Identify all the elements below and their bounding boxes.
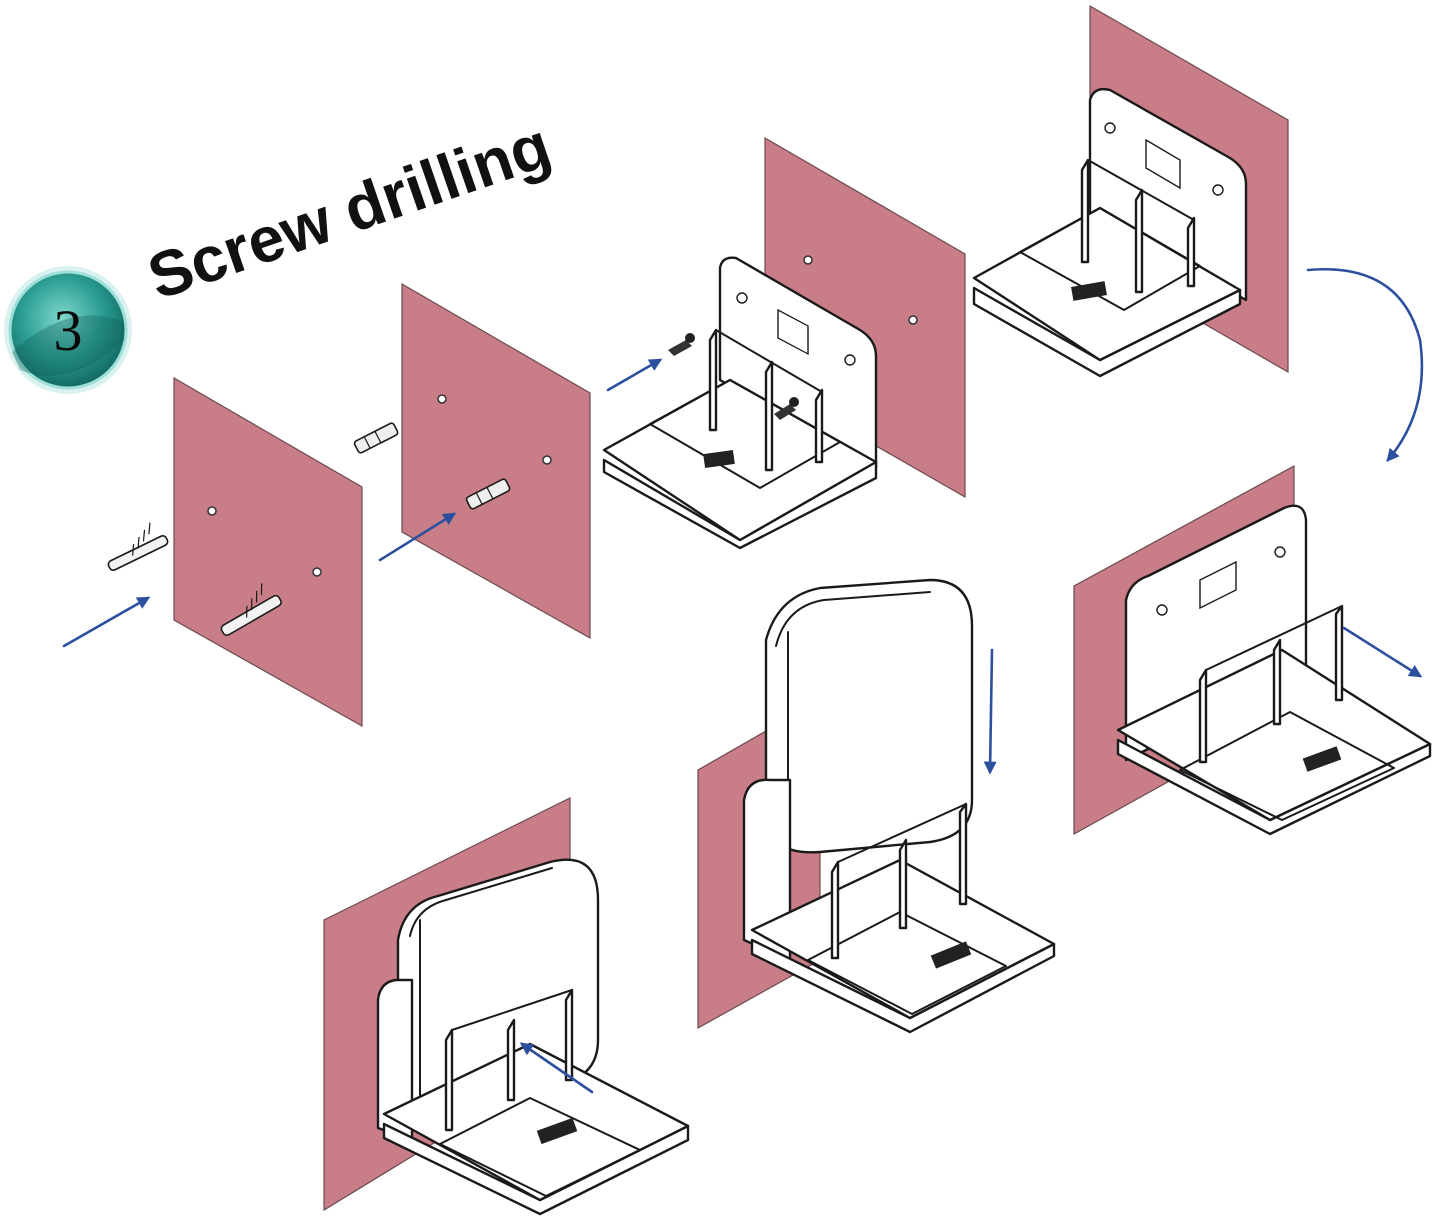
step-mounted-panel <box>972 4 1424 462</box>
screw-icon <box>774 397 799 420</box>
wall-bracket <box>742 778 1056 1034</box>
wall-anchor-icon <box>465 478 511 510</box>
wall-bracket <box>1116 504 1432 836</box>
router-device <box>764 578 974 854</box>
step-slide-out-panel <box>1073 464 1432 836</box>
wall-bracket <box>602 256 878 550</box>
screw-icon <box>668 333 695 356</box>
step-anchor-panel <box>353 282 591 640</box>
title-text: Screw drilling <box>139 109 559 314</box>
step-final-panel <box>323 797 690 1216</box>
arrow-icon <box>62 596 151 648</box>
step-insert-panel <box>697 578 1056 1034</box>
wall-bracket <box>376 978 690 1216</box>
wall-anchor-icon <box>353 422 399 454</box>
arrow-icon <box>983 648 997 775</box>
drill-bit-icon <box>220 583 282 637</box>
wall-bracket <box>972 87 1248 378</box>
arrow-icon <box>1342 626 1423 678</box>
arrow-icon <box>519 1042 594 1094</box>
step-number: 3 <box>54 298 83 363</box>
step-title: Screw drilling <box>139 109 559 314</box>
arrow-icon <box>378 512 457 562</box>
arrow-icon <box>606 358 663 392</box>
wall-panel <box>173 376 363 728</box>
step-screw-panel <box>602 136 966 550</box>
curved-arrow-icon <box>1306 267 1424 462</box>
step-drill-panel <box>62 376 363 728</box>
wall-panel <box>401 282 591 640</box>
step-badge-icon: 3 <box>4 266 132 394</box>
drill-bit-icon <box>107 522 169 571</box>
